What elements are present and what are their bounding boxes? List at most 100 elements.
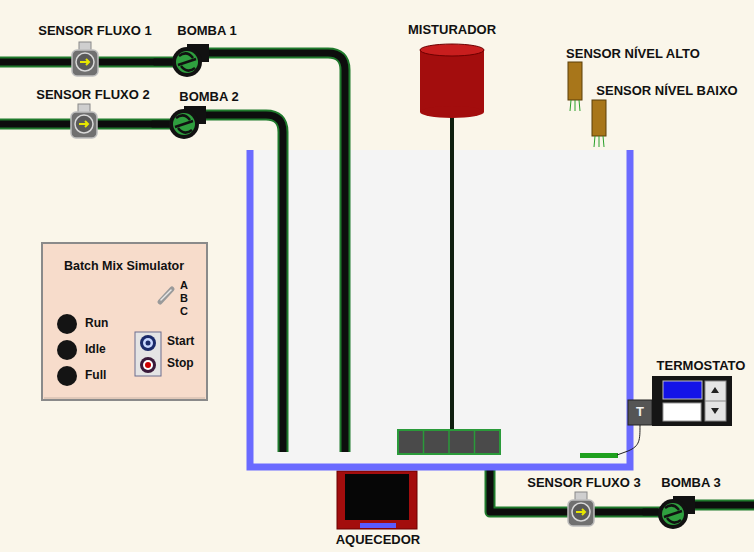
control-panel — [44, 398, 205, 399]
flow-sensor: SENSOR FLUXO 1 — [36, 23, 153, 76]
equipment-label: AQUECEDOR — [336, 532, 421, 548]
pump: BOMBA 2 — [169, 89, 241, 139]
level-sensor: SENSOR NÍVEL BAIXO — [590, 83, 740, 148]
equipment-label: BOMBA 1 — [177, 23, 236, 39]
level-sensor: SENSOR NÍVEL ALTO — [564, 46, 702, 112]
equipment-label: MISTURADOR — [408, 22, 496, 38]
pipe — [0, 53, 754, 512]
pump — [658, 496, 695, 529]
panel-label: B — [180, 291, 188, 305]
mixer: MISTURADOR — [406, 22, 498, 122]
control-panel — [135, 332, 161, 376]
pump — [172, 44, 209, 77]
heater — [360, 523, 396, 528]
equipment-label: SENSOR FLUXO 3 — [527, 475, 640, 491]
temperature-probe — [580, 400, 652, 458]
equipment-label: SENSOR FLUXO 2 — [36, 87, 149, 103]
thermostat: TERMOSTATO — [652, 358, 747, 426]
thermostat — [705, 381, 726, 421]
pipe-connector — [152, 121, 169, 128]
pipe-connector — [154, 59, 172, 66]
panel-label: Full — [85, 368, 106, 383]
pump — [662, 503, 684, 525]
equipment-label: SENSOR NÍVEL ALTO — [566, 46, 700, 62]
level-sensor — [592, 100, 606, 136]
flow-sensor — [572, 503, 590, 521]
flow-sensor — [79, 121, 88, 127]
temperature-probe — [617, 425, 640, 455]
mixer — [420, 44, 484, 56]
control-panel — [57, 366, 77, 386]
pump — [658, 499, 688, 529]
heater — [345, 474, 409, 520]
thermostat — [711, 408, 719, 414]
pipe — [695, 500, 754, 511]
mixer — [398, 430, 500, 454]
pump — [178, 53, 196, 70]
pipe — [206, 115, 283, 452]
control-panel — [161, 290, 171, 300]
pump — [664, 505, 682, 522]
level-sensor — [599, 136, 600, 147]
control-panel — [42, 243, 207, 400]
control-panel — [160, 289, 172, 302]
flow-sensor — [72, 50, 98, 76]
mixer — [450, 112, 454, 432]
flow-sensor — [71, 104, 97, 138]
mixer — [420, 50, 484, 112]
thermostat — [663, 381, 702, 399]
level-sensor — [579, 100, 580, 111]
pump — [173, 113, 195, 135]
flow-sensor: SENSOR FLUXO 2 — [34, 87, 151, 138]
panel-label: Batch Mix Simulator — [64, 258, 184, 274]
panel-label: Run — [85, 316, 108, 331]
control-panel — [140, 335, 156, 351]
flow-sensor: SENSOR FLUXO 3 — [525, 475, 642, 526]
pump: BOMBA 1 — [172, 23, 239, 77]
pump: BOMBA 3 — [658, 475, 723, 529]
pump — [172, 47, 202, 77]
tank-wall — [250, 150, 630, 467]
equipment-label: TERMOSTATO — [657, 358, 746, 374]
flow-sensor — [568, 492, 594, 526]
equipment-label: SENSOR FLUXO 1 — [38, 23, 151, 39]
control-panel — [57, 340, 77, 360]
flow-sensor — [72, 42, 98, 76]
thermostat — [652, 376, 732, 426]
panel-label: A — [180, 278, 188, 292]
heater: AQUECEDOR — [334, 471, 423, 548]
pump — [169, 106, 206, 139]
pipe — [0, 53, 754, 512]
mixer — [398, 44, 500, 454]
thermostat — [705, 401, 726, 402]
control-panel — [57, 314, 77, 334]
equipment-label: BOMBA 3 — [661, 475, 720, 491]
mixer — [423, 431, 425, 453]
mixer — [420, 106, 484, 118]
flow-sensor — [568, 500, 594, 526]
pump — [176, 51, 198, 73]
probe-label: T — [636, 404, 644, 420]
level-sensor — [568, 62, 582, 100]
mixer — [448, 431, 450, 453]
panel-label: Stop — [167, 356, 194, 371]
temperature-probe — [628, 400, 652, 425]
control-panel — [143, 338, 153, 348]
mixer — [474, 431, 476, 453]
thermostat — [711, 387, 719, 393]
panel-label: C — [180, 304, 188, 318]
heater — [337, 471, 417, 529]
flow-sensor — [576, 509, 585, 515]
level-sensor — [594, 136, 595, 147]
level-sensor — [575, 100, 576, 111]
temperature-probe — [580, 453, 618, 458]
flow-sensor — [80, 59, 89, 65]
heater — [337, 471, 417, 529]
thermostat — [652, 376, 732, 426]
pipe — [695, 502, 754, 509]
temperature-probe: T — [628, 400, 652, 425]
tank-wall — [250, 150, 630, 467]
